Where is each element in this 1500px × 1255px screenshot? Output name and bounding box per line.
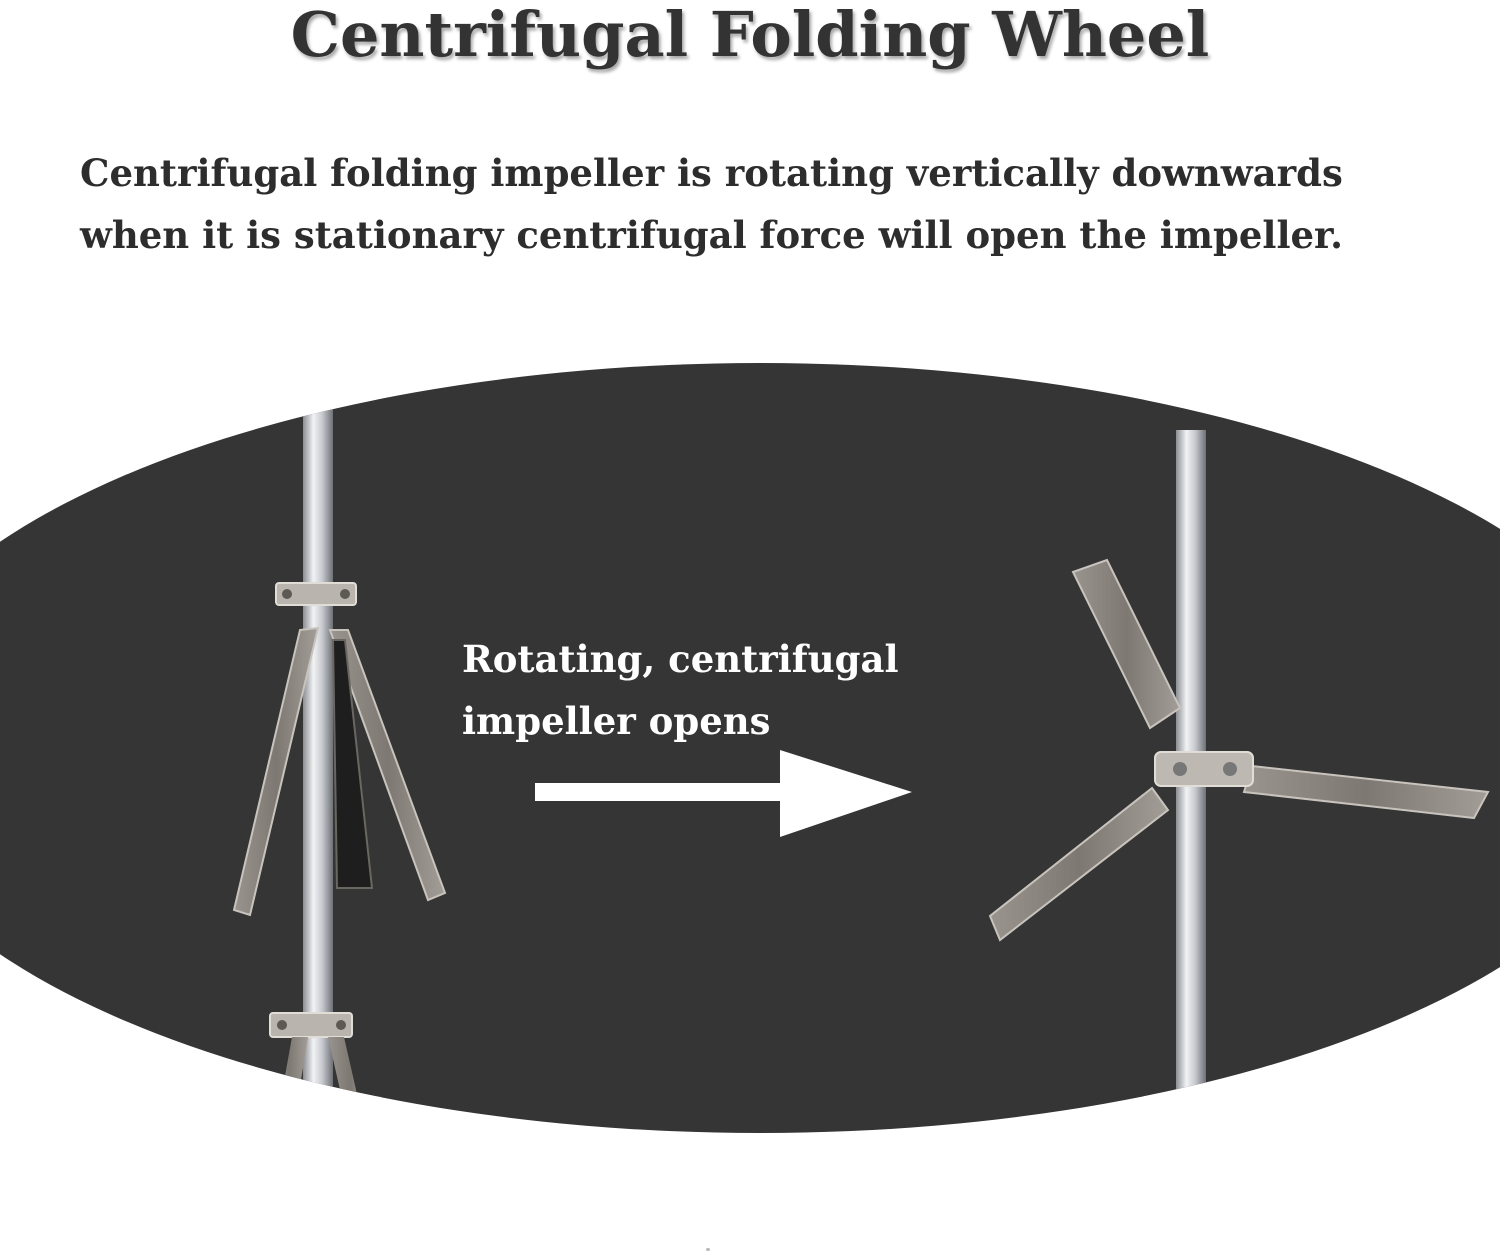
opened-hub [1154, 751, 1254, 787]
description: Centrifugal folding impeller is rotating… [80, 142, 1460, 266]
opened-blade-down [988, 786, 1170, 942]
lower-hub-clamp [269, 1012, 353, 1038]
clamp-screw-icon [282, 589, 292, 599]
dark-oval-background [0, 363, 1500, 1133]
clamp-screw-icon [336, 1020, 346, 1030]
hub-hinge-icon [1223, 762, 1237, 776]
caption-line-1: Rotating, centrifugal [462, 637, 899, 681]
impeller-illustration [0, 340, 1500, 1160]
folded-impeller [232, 363, 447, 1133]
folded-blade-right [328, 629, 447, 902]
folded-blade-left [232, 626, 320, 917]
upper-hub-clamp [275, 582, 357, 606]
diagram-caption: Rotating, centrifugal impeller opens [462, 628, 922, 752]
left-shaft [303, 363, 333, 1133]
illustration-svg [0, 363, 1500, 1133]
hub-hinge-icon [1173, 762, 1187, 776]
clamp-screw-icon [277, 1020, 287, 1030]
decorative-dot [706, 1248, 710, 1251]
page-title: Centrifugal Folding Wheel [290, 0, 1210, 71]
opened-blade-up [1071, 558, 1182, 730]
clamp-screw-icon [340, 589, 350, 599]
caption-line-2: impeller opens [462, 699, 771, 743]
right-arrow-icon [535, 750, 912, 837]
description-line-1: Centrifugal folding impeller is rotating… [80, 151, 1343, 195]
opened-impeller [988, 430, 1490, 1133]
folded-blade-back [331, 639, 374, 889]
right-shaft [1176, 430, 1206, 1133]
description-line-2: when it is stationary centrifugal force … [80, 213, 1344, 257]
